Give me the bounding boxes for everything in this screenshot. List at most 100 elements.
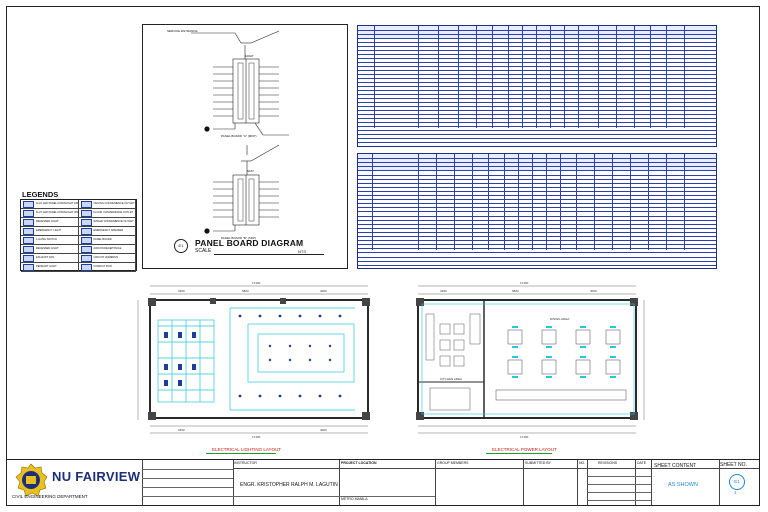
panel-board-scale-value: NTS [298, 249, 306, 254]
svg-text:5800: 5800 [242, 289, 249, 293]
legend-label: EXHAUST FAN [36, 255, 54, 259]
legend-item: EMERGENCY LIGHT [21, 227, 79, 236]
svg-text:3450: 3450 [178, 428, 185, 432]
department-name: CIVIL ENGINEERING DEPARTMENT [12, 494, 88, 499]
schedule-row-line [358, 94, 716, 95]
legend-symbol-icon [23, 209, 34, 217]
schedule-row-line [358, 122, 716, 123]
power-layout-title: ELECTRICAL POWER LAYOUT [492, 447, 557, 452]
schedule-col-line [550, 26, 551, 128]
room-right-label: DINING AREA [550, 317, 569, 321]
schedule-row-line [358, 34, 716, 35]
schedule-col-line [648, 154, 649, 250]
legend-symbol-icon [80, 236, 92, 244]
legend-label: 1-GANG SWITCH [36, 237, 57, 241]
legend-label: PENDANT LIGHT [36, 264, 57, 268]
sheet-content-label: SHEET CONTENT [654, 463, 697, 469]
schedule-col-line [532, 154, 533, 250]
legend-item: AIRCON RECEPTACLE [78, 245, 136, 254]
schedule-row-line [358, 240, 716, 242]
svg-text:4000: 4000 [320, 289, 327, 293]
legend-symbol-icon [80, 209, 92, 217]
schedule-col-line [616, 26, 617, 128]
schedule-col-line [564, 26, 565, 128]
schedule-col-line [560, 154, 561, 250]
legend-item: CEILING CONVENIENCE OUTLET [78, 200, 136, 209]
panel-a-label: PANEL BOARD "A" (MDP) [221, 134, 256, 138]
legend-label: EMERGENCY SPEAKER [93, 228, 124, 232]
legend-label: CEILING CONVENIENCE OUTLET [93, 201, 135, 205]
schedule-row-line [358, 82, 716, 83]
schedule-col-line [476, 26, 477, 128]
no-label: NO. [579, 461, 586, 465]
submitted-label: SUBMITTED BY [525, 461, 551, 465]
schedule-row-line [358, 170, 716, 172]
schedule-col-line [454, 154, 455, 250]
panel-board-frame: SERVICE ENTRANCE 100AT PANEL BOARD "A" (… [142, 24, 348, 269]
schedule-row-line [358, 244, 716, 246]
schedule-col-line [374, 26, 375, 128]
schedule-row-line [358, 236, 716, 237]
schedule-col-line [684, 26, 685, 128]
svg-text:4000: 4000 [590, 289, 597, 293]
legend-item: CONDUIT RUN [78, 263, 136, 272]
schedule-row-line [358, 66, 716, 67]
schedule-row-line [358, 110, 716, 111]
legend-item: CIRCUIT HOMERUN [78, 254, 136, 263]
panel-board-drawing: SERVICE ENTRANCE 100AT PANEL BOARD "A" (… [167, 29, 289, 240]
schedule-col-line [522, 26, 523, 128]
schedule-row-line [358, 54, 716, 55]
schedule-row-line [358, 62, 716, 63]
svg-text:3450: 3450 [440, 289, 447, 293]
schedule-col-line [666, 26, 667, 128]
schedule-row-line [358, 106, 716, 107]
legend-label: CIRCUIT HOMERUN [93, 255, 119, 259]
schedule-col-line [492, 26, 493, 128]
legend-item: SINGLE CONVENIENCE OUTLET [78, 218, 136, 227]
instructor-name: ENGR. KRISTOPHER RALPH M. LAGUTIN [240, 482, 338, 488]
schedule-row-line [358, 182, 716, 184]
group-label: GROUP MEMBERS [437, 461, 469, 465]
svg-text:5800: 5800 [512, 289, 519, 293]
legend-item: FLAT LED PANEL DOWNLIGHT 36W [21, 209, 79, 218]
title-block [6, 459, 760, 506]
lighting-title-underline [206, 453, 276, 454]
detail-no-badge: E1 [174, 239, 188, 253]
schedule-row-line [358, 30, 716, 31]
legend-table: FLAT LED PANEL DOWNLIGHT 18W CEILING CONV… [20, 199, 137, 272]
schedule-row-line [358, 260, 716, 262]
legend-label: RECESSED LIGHT [36, 246, 59, 250]
instructor-label: INSTRUCTOR [234, 461, 257, 465]
legend-label: RECESSED LIGHT [36, 219, 59, 223]
schedule-col-line [508, 26, 509, 128]
legend-label: FLAT LED PANEL DOWNLIGHT 18W [36, 201, 79, 205]
schedule-row-line [358, 126, 716, 127]
schedule-row-line [358, 38, 716, 39]
schedule-row-line [358, 158, 716, 160]
schedule-row-line [358, 142, 716, 143]
schedule-col-line [598, 26, 599, 128]
legend-item: EXHAUST FAN [21, 254, 79, 263]
legend-item: RECESSED LIGHT [21, 218, 79, 227]
legend-symbol-icon [23, 218, 34, 226]
schedule-col-line [472, 154, 473, 250]
schedule-col-line [458, 26, 459, 128]
legend-item: EMERGENCY SPEAKER [78, 227, 136, 236]
schedule-row-line [358, 227, 716, 229]
legend-symbol-icon [23, 236, 34, 244]
legend-title: LEGENDS [22, 190, 59, 199]
svg-text:17400: 17400 [252, 435, 261, 439]
schedule-row-line [358, 215, 716, 217]
schedule-col-line [684, 154, 685, 250]
schedule-col-line [436, 154, 437, 250]
legend-item: RECESSED LIGHT [21, 245, 79, 254]
schedule-row-line [358, 138, 716, 139]
legend-item: PENDANT LIGHT [21, 263, 79, 272]
svg-text:60AT: 60AT [247, 169, 254, 173]
legend-label: PANEL BOARD [93, 237, 112, 241]
svg-text:17400: 17400 [520, 281, 529, 285]
schedule-col-line [518, 154, 519, 250]
date-label: DATE [637, 461, 647, 465]
